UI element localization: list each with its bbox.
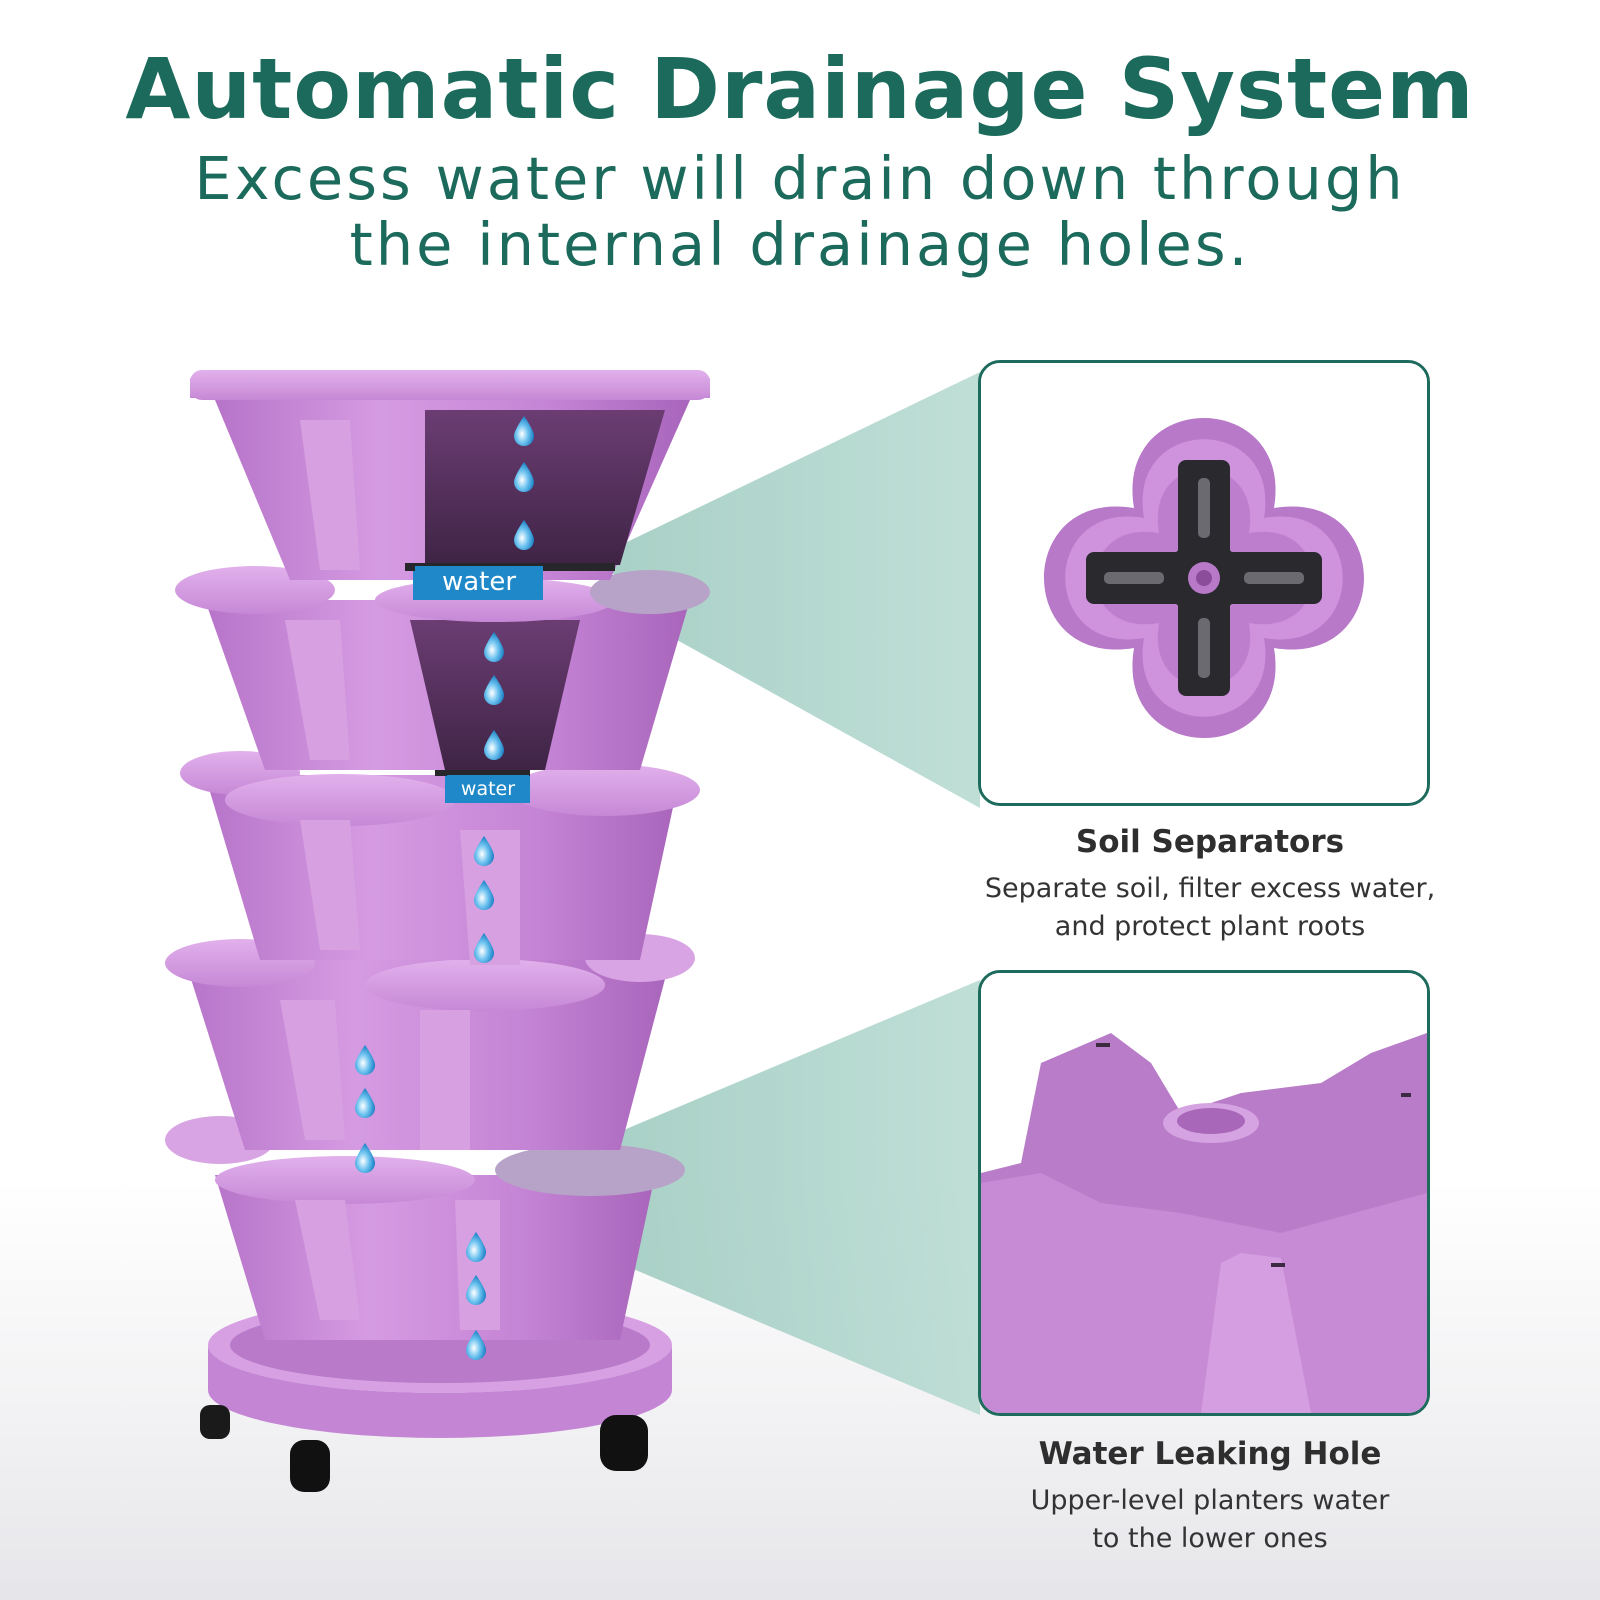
planter-tier-3 — [180, 751, 700, 965]
water-leaking-hole-title: Water Leaking Hole — [1038, 1436, 1382, 1472]
callout-beam-top — [600, 372, 980, 808]
water-leaking-hole-panel — [978, 970, 1430, 1416]
planter-tier-2 — [175, 566, 710, 803]
soil-separator-illustration — [981, 363, 1427, 803]
subtitle-line-2: the internal drainage holes. — [349, 210, 1251, 279]
planter-tier-4 — [165, 934, 695, 1150]
water-label-lower: water — [447, 775, 529, 803]
water-label-upper: water — [415, 566, 543, 598]
soil-separators-description: Separate soil, filter excess water, and … — [960, 870, 1460, 946]
soil-separators-caption: Soil Separators Separate soil, filter ex… — [960, 824, 1460, 946]
water-leaking-hole-caption: Water Leaking Hole Upper-level planters … — [960, 1436, 1460, 1558]
soil-separator-panel — [978, 360, 1430, 806]
page-title: Automatic Drainage System — [125, 40, 1475, 138]
water-leaking-hole-desc-line-2: to the lower ones — [1092, 1523, 1328, 1554]
water-leaking-hole-illustration — [981, 973, 1427, 1413]
water-leaking-hole-description: Upper-level planters water to the lower … — [960, 1482, 1460, 1558]
water-leaking-hole-desc-line-1: Upper-level planters water — [1030, 1485, 1390, 1516]
subtitle-line-1: Excess water will drain down through — [194, 144, 1406, 213]
callout-beam-bottom — [600, 980, 980, 1415]
soil-separators-desc-line-2: and protect plant roots — [1054, 911, 1366, 942]
soil-separators-desc-line-1: Separate soil, filter excess water, — [984, 873, 1436, 904]
page-subtitle: Excess water will drain down through the… — [100, 146, 1500, 278]
soil-separators-title: Soil Separators — [1075, 824, 1345, 860]
